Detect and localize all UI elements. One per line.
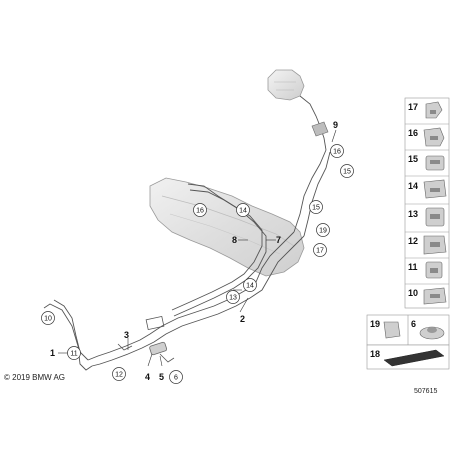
panel-label-18: 18 xyxy=(370,349,380,359)
svg-text:16: 16 xyxy=(333,149,341,156)
line-bracket xyxy=(145,315,165,331)
callout-11: 11 xyxy=(67,346,81,360)
callout-12: 12 xyxy=(112,367,126,381)
svg-text:14: 14 xyxy=(246,283,254,290)
callout-6: 6 xyxy=(169,370,183,384)
parts-panels: 17 16 15 14 13 12 11 10 xyxy=(366,97,450,370)
callout-15-lower: 15 xyxy=(309,200,323,214)
callout-10: 10 xyxy=(41,311,55,325)
label-4: 4 xyxy=(145,372,150,382)
svg-text:19: 19 xyxy=(319,228,327,235)
label-7: 7 xyxy=(276,235,281,245)
svg-text:16: 16 xyxy=(196,208,204,215)
callout-15-upper: 15 xyxy=(340,164,354,178)
svg-text:15: 15 xyxy=(312,205,320,212)
callout-14-lower: 14 xyxy=(243,278,257,292)
label-8: 8 xyxy=(232,235,237,245)
svg-text:13: 13 xyxy=(229,295,237,302)
fuel-lines xyxy=(43,95,331,371)
carbon-canister xyxy=(267,69,305,101)
callout-14-upper: 14 xyxy=(236,203,250,217)
callout-13: 13 xyxy=(226,290,240,304)
panel-label-15: 15 xyxy=(408,154,418,164)
copyright-notice: © 2019 BMW AG xyxy=(4,373,66,382)
svg-text:11: 11 xyxy=(70,351,77,358)
panel-label-17: 17 xyxy=(408,102,418,112)
panel-label-16: 16 xyxy=(408,128,418,138)
svg-text:17: 17 xyxy=(316,248,324,255)
panel-label-10: 10 xyxy=(408,288,418,298)
panel-label-13: 13 xyxy=(408,209,418,219)
panel-label-6: 6 xyxy=(411,319,416,329)
svg-text:12: 12 xyxy=(115,372,123,379)
callout-19: 19 xyxy=(316,223,330,237)
panel-label-19: 19 xyxy=(370,319,380,329)
svg-text:14: 14 xyxy=(239,208,247,215)
callout-17: 17 xyxy=(313,243,327,257)
panel-label-14: 14 xyxy=(408,181,418,191)
drawing-number: 507615 xyxy=(414,388,438,395)
fuel-filter xyxy=(149,341,168,356)
svg-text:10: 10 xyxy=(44,316,52,323)
svg-text:15: 15 xyxy=(343,169,351,176)
label-5: 5 xyxy=(159,372,164,382)
callout-16-upper: 16 xyxy=(330,144,344,158)
label-3: 3 xyxy=(124,330,129,340)
label-2: 2 xyxy=(240,314,245,324)
fuel-tank xyxy=(149,177,305,277)
panel-label-12: 12 xyxy=(408,236,418,246)
label-9: 9 xyxy=(333,120,338,130)
panel-label-11: 11 xyxy=(408,262,418,272)
label-1: 1 xyxy=(50,348,55,358)
leader-lines xyxy=(58,129,337,367)
callout-16-tank: 16 xyxy=(193,203,207,217)
svg-text:6: 6 xyxy=(174,375,178,382)
